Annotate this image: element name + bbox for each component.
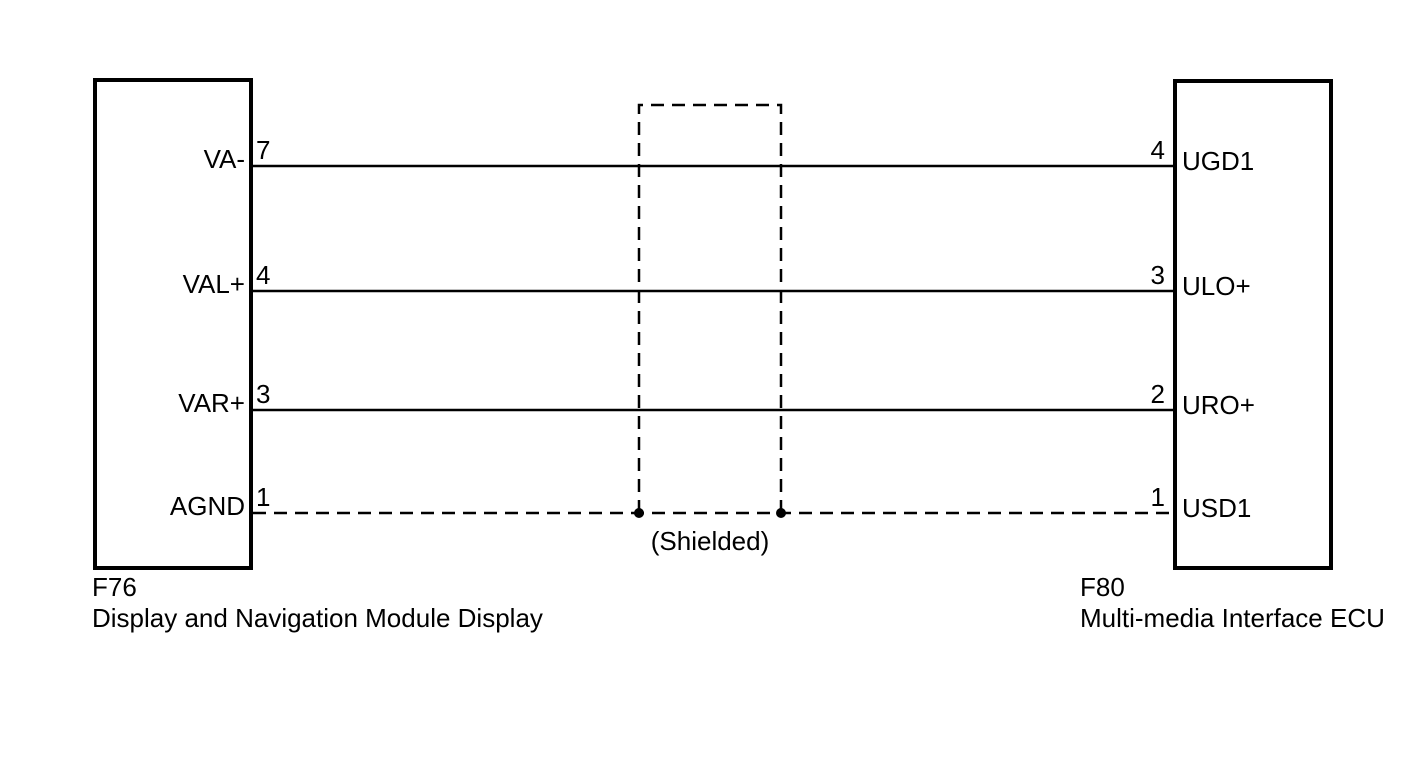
right-pin-label-usd1: USD1 — [1182, 493, 1252, 523]
left-connector-box — [93, 78, 253, 570]
left-pin-number-7: 7 — [256, 135, 271, 165]
left-pin-number-3: 3 — [256, 379, 271, 409]
right-connector-box — [1173, 79, 1333, 570]
right-pin-label-uro-plus: URO+ — [1182, 390, 1255, 420]
right-connector-name: Multi-media Interface ECU — [1080, 603, 1385, 633]
left-connector-caption: F76 Display and Navigation Module Displa… — [92, 572, 543, 634]
right-connector-code: F80 — [1080, 572, 1125, 602]
left-pin-label-val-plus: VAL+ — [182, 269, 245, 299]
right-pin-number-4: 4 — [1150, 135, 1165, 165]
right-pin-number-1: 1 — [1150, 482, 1165, 512]
left-pin-label-va-minus: VA- — [203, 144, 245, 174]
right-connector-caption: F80 Multi-media Interface ECU — [1080, 572, 1385, 634]
left-pin-label-agnd: AGND — [169, 491, 245, 521]
right-pin-label-ulo-plus: ULO+ — [1182, 271, 1251, 301]
right-pin-label-ugd1: UGD1 — [1182, 146, 1255, 176]
right-pin-number-2: 2 — [1150, 379, 1165, 409]
left-connector-name: Display and Navigation Module Display — [92, 603, 543, 633]
left-pin-number-4: 4 — [256, 260, 271, 290]
left-pin-number-1: 1 — [256, 482, 271, 512]
left-connector-code: F76 — [92, 572, 137, 602]
shield-annotation: (Shielded) — [650, 526, 770, 556]
shield-junction-dot-left — [634, 508, 644, 518]
shield-junction-dot-right — [776, 508, 786, 518]
left-pin-label-var-plus: VAR+ — [178, 388, 245, 418]
right-pin-number-3: 3 — [1150, 260, 1165, 290]
